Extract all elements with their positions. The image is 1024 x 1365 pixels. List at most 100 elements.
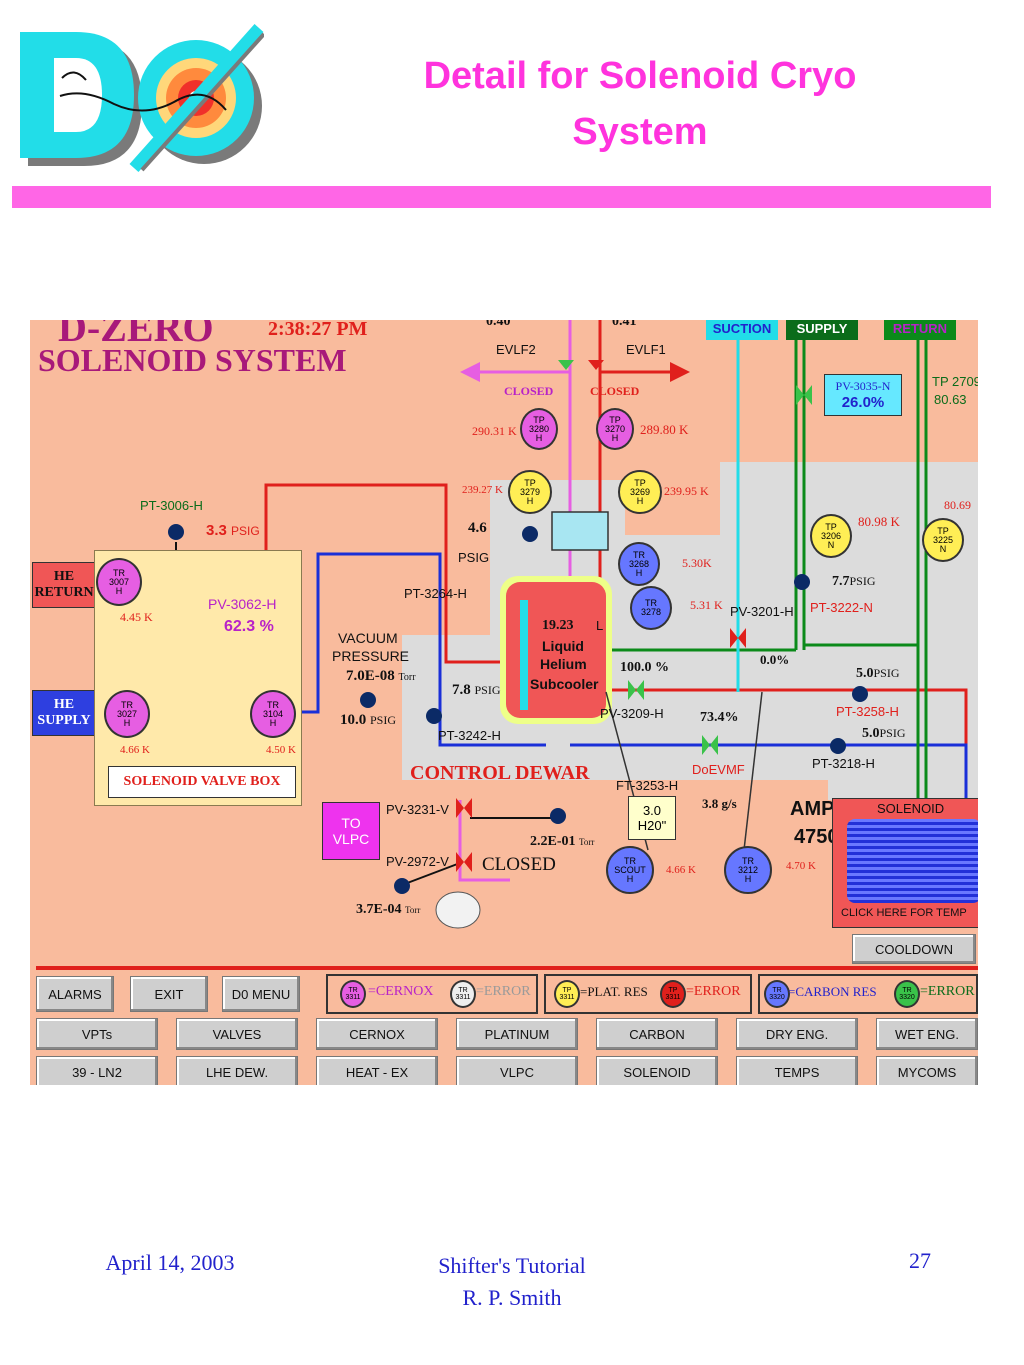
tr3278-value: 5.31 K [690, 598, 723, 612]
pv3035-panel[interactable]: PV-3035-N 26.0% [824, 374, 902, 416]
screen-header-top: D-ZERO [58, 320, 214, 350]
nav-vpts[interactable]: VPTs [36, 1018, 158, 1050]
d0-menu-button[interactable]: D0 MENU [222, 976, 300, 1012]
nav-lhe-dew[interactable]: LHE DEW. [176, 1056, 298, 1085]
nav-solenoid[interactable]: SOLENOID [596, 1056, 718, 1085]
tr3212-value: 4.70 K [786, 860, 816, 872]
reading-78: 7.8 PSIG [452, 682, 501, 698]
pv3201-value: 0.0% [760, 652, 790, 667]
cooldown-button[interactable]: COOLDOWN [852, 934, 976, 964]
subcooler-label-1: Liquid [542, 638, 584, 654]
solenoid-hint: CLICK HERE FOR TEMP [841, 907, 967, 919]
pt3222-label: PT-3222-N [810, 600, 873, 615]
nav-cernox[interactable]: CERNOX [316, 1018, 438, 1050]
nav-39-ln2[interactable]: 39 - LN2 [36, 1056, 158, 1085]
evlf2-label: EVLF2 [496, 342, 536, 357]
footer-tutorial: Shifter's Tutorial [438, 1253, 586, 1278]
pv3062-label: PV-3062-H [208, 596, 277, 612]
vacuum-label-2: PRESSURE [332, 648, 410, 664]
pv3062-value: 62.3 % [224, 618, 274, 635]
solenoid-scada-screen: D-ZERO 2:38:27 PM SOLENOID SYSTEM 0.40 0… [30, 320, 978, 1085]
nav-wet-eng[interactable]: WET ENG. [876, 1018, 978, 1050]
legend-carbon-error-text: =ERROR [920, 984, 975, 999]
supply-box[interactable]: SUPPLY [786, 320, 858, 340]
alarms-button[interactable]: ALARMS [36, 976, 114, 1012]
slide-title: Detail for Solenoid Cryo System [330, 48, 950, 160]
footer-author: R. P. Smith [462, 1285, 562, 1310]
evlf2-state: CLOSED [504, 384, 554, 398]
flow-rate: 3.8 g/s [702, 796, 737, 811]
tr3007-value: 4.45 K [120, 610, 153, 624]
pt3006-label: PT-3006-H [140, 498, 203, 513]
control-dewar-label: CONTROL DEWAR [410, 762, 590, 784]
footer-page-number: 27 [909, 1248, 931, 1273]
footer-center: Shifter's Tutorial R. P. Smith [380, 1250, 644, 1314]
pressure-46: 4.6 [468, 520, 487, 536]
pt3218-label: PT-3218-H [812, 756, 875, 771]
nav-dry-eng[interactable]: DRY ENG. [736, 1018, 858, 1050]
slide-title-line2: System [572, 111, 708, 153]
legend-platinum-text: =PLAT. RES [580, 984, 648, 999]
pv3035-label: PV-3035-N [835, 379, 891, 393]
level-pct: 100.0 % [620, 660, 669, 675]
reading-10: 10.0 PSIG [340, 712, 397, 728]
nav-heat-ex[interactable]: HEAT - EX [316, 1056, 438, 1085]
tr3104-value: 4.50 K [266, 744, 296, 756]
pressure-46-unit: PSIG [458, 550, 490, 565]
solenoid-coil [847, 819, 978, 903]
screen-clock: 2:38:27 PM [268, 320, 368, 340]
return-box[interactable]: RETURN [884, 320, 956, 340]
footer-date: April 14, 2003 [105, 1250, 235, 1275]
tp3270-value: 289.80 K [640, 422, 689, 437]
suction-box[interactable]: SUCTION [706, 320, 778, 340]
torr-22: 2.2E-01 Torr [530, 834, 595, 849]
amps-value: 4750 [794, 826, 839, 848]
legend-carbon-text: =CARBON RES [788, 984, 877, 999]
solenoid-panel[interactable]: SOLENOID CLICK HERE FOR TEMP [832, 798, 978, 928]
evlf1-state: CLOSED [590, 384, 640, 398]
pt3264-label: PT-3264-H [404, 586, 467, 601]
nav-platinum[interactable]: PLATINUM [456, 1018, 578, 1050]
pct-734: 73.4% [700, 710, 739, 725]
nav-valves[interactable]: VALVES [176, 1018, 298, 1050]
nav-temps[interactable]: TEMPS [736, 1056, 858, 1085]
doevmf-label: DoEVMF [692, 762, 745, 777]
nav-mycoms[interactable]: MYCOMS [876, 1056, 978, 1085]
nav-vlpc[interactable]: VLPC [456, 1056, 578, 1085]
vacuum-label-1: VACUUM [338, 630, 398, 646]
evlf1-label: EVLF1 [626, 342, 666, 357]
pt3222-value: 7.7PSIG [832, 574, 876, 589]
subcooler-label-2: Helium [540, 656, 587, 672]
exit-button[interactable]: EXIT [130, 976, 208, 1012]
slide-title-line1: Detail for Solenoid Cryo [423, 55, 857, 97]
title-rule [12, 186, 991, 208]
tp3279-value: 239.27 K [462, 484, 503, 496]
solenoid-label: SOLENOID [877, 801, 945, 816]
tp3206-value: 80.98 K [858, 514, 900, 529]
pv3035-value: 26.0% [841, 394, 885, 411]
solenoid-valve-box-label[interactable]: SOLENOID VALVE BOX [108, 766, 296, 798]
nav-carbon[interactable]: CARBON [596, 1018, 718, 1050]
